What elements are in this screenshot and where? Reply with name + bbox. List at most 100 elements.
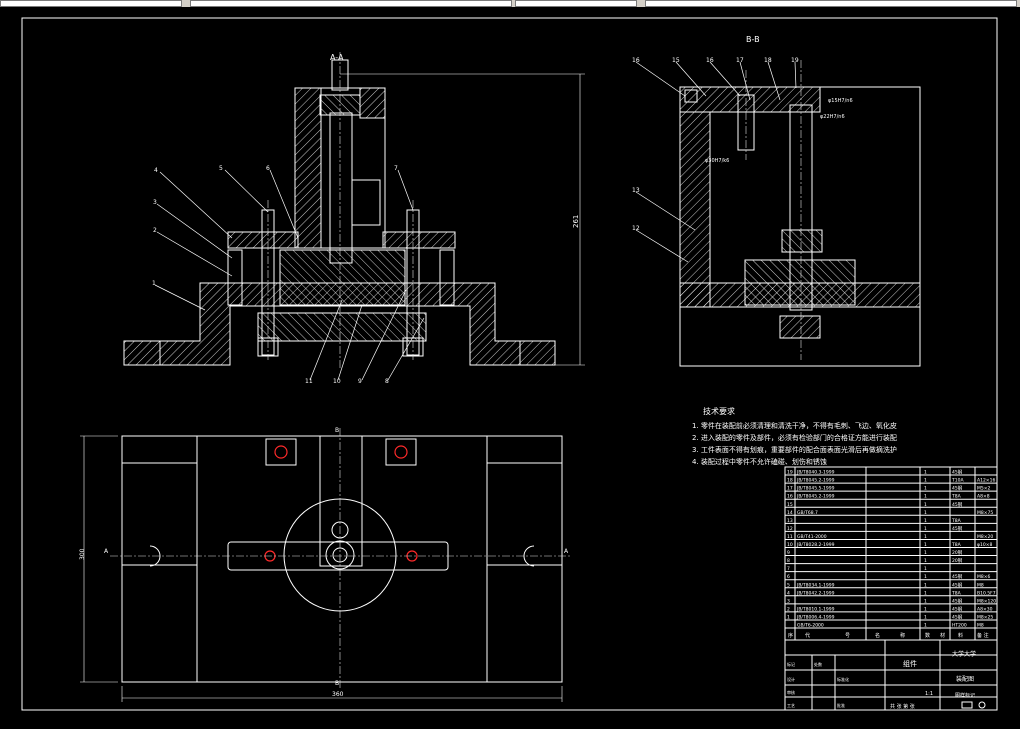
bom-cell-no: 8: [787, 558, 790, 564]
bom-cell-no: 7: [787, 566, 790, 572]
bom-cell-note: M8×25: [977, 614, 993, 620]
section-aa-view: A-A 261: [123, 52, 585, 385]
bom-cell-no: 16: [787, 494, 793, 500]
title-drawing-name: 装配图: [956, 675, 974, 683]
part-label-aa: 1: [152, 280, 156, 287]
tech-requirements: 技术要求 1. 零件在装配前必须清理和清洗干净，不得有毛刺、飞边、氧化皮 2. …: [692, 406, 897, 466]
bom-cell-code: JB/T8034.1-1999: [796, 582, 835, 588]
bom-cell-mat: T8A: [951, 518, 962, 524]
bom-cell-qty: 1: [924, 614, 927, 620]
dim-plan-height: 300: [79, 548, 86, 560]
bom-cell-qty: 1: [924, 558, 927, 564]
plan-mark-a-left: A: [104, 548, 109, 555]
bom-cell-qty: 1: [924, 550, 927, 556]
bom-header: 号: [845, 633, 850, 639]
bom-cell-no: 13: [787, 518, 793, 524]
bom-cell-note: M8: [977, 623, 984, 629]
bom-header: 代: [805, 632, 810, 639]
bom-cell-qty: 1: [924, 598, 927, 604]
bom-cell-mat: 45钢: [952, 525, 963, 532]
bom-cell-code: GB/T6-2000: [797, 623, 824, 629]
bom-cell-code: JB/T8028.2-1999: [796, 542, 835, 548]
bom-cell-no: 10: [787, 542, 793, 548]
cad-canvas[interactable]: A-A 261: [0, 7, 1020, 729]
toolbar-field[interactable]: [190, 0, 512, 7]
bom-cell-note: B10.5F7: [977, 590, 996, 596]
tech-req-item: 4. 装配过程中零件不允许磕碰、划伤和锈蚀: [692, 457, 827, 466]
bom-cell-mat: 45钢: [952, 613, 963, 620]
bom-cell-no: 17: [787, 486, 793, 492]
bom-cell-mat: T8A: [951, 494, 962, 500]
bom-cell-qty: 1: [924, 590, 927, 596]
bom-cell-note: φ10×8: [977, 542, 992, 548]
toolbar-field[interactable]: [645, 0, 1017, 7]
plan-mark-b-top: B: [335, 427, 339, 434]
bom-cell-mat: 20钢: [952, 557, 963, 564]
part-label-bb: 19: [791, 57, 799, 64]
dim-height-main: 261: [572, 215, 580, 228]
bom-cell-mat: 45钢: [952, 501, 963, 508]
part-label-bb: 16: [706, 57, 714, 64]
bom-cell-code: JB/T8042.2-1999: [796, 590, 835, 596]
bom-cell-no: 14: [787, 510, 793, 516]
bom-cell-no: 5: [787, 582, 790, 588]
bom-cell-no: 9: [787, 550, 790, 556]
bom-header: 材: [940, 632, 945, 639]
part-label-aa: 2: [153, 227, 157, 234]
title-cell: 处数: [814, 661, 822, 667]
plan-mark-b-bottom: B: [335, 680, 339, 687]
bom-cell-note: M8×20: [977, 534, 993, 540]
bom-cell-note: M8: [977, 582, 984, 588]
part-label-aa: 3: [153, 199, 157, 206]
section-bb-title: B-B: [746, 35, 760, 44]
bom-cell-note: M8×75: [977, 510, 993, 516]
bom-cell-mat: 45钢: [952, 485, 963, 492]
part-label-aa: 4: [154, 167, 158, 174]
title-cell: 审核: [787, 689, 795, 695]
title-block: 组件 大学大学 装配图 图样标记 1:1 共 张 第 张 标记 处数 设计 标准…: [785, 640, 997, 710]
bom-cell-note: A8×8: [977, 494, 990, 500]
bom-header: 料: [958, 632, 963, 639]
bom-cell-qty: 1: [924, 574, 927, 580]
bom-cell-no: 4: [787, 590, 790, 596]
title-material: 组件: [903, 659, 917, 668]
bom-cell-qty: 1: [924, 502, 927, 508]
toolbar-field[interactable]: [0, 0, 182, 7]
bom-cell-no: 12: [787, 526, 793, 532]
bom-cell-no: 19: [787, 470, 793, 476]
bom-cell-code: JB/T8045.2-1999: [796, 494, 835, 500]
bom-cell-qty: 1: [924, 534, 927, 540]
part-label-aa: 7: [394, 165, 398, 172]
bom-cell-mat: T8A: [951, 590, 962, 596]
bom-cell-qty: 1: [924, 510, 927, 516]
bom-cell-qty: 1: [924, 478, 927, 484]
title-sheet: 共 张 第 张: [890, 703, 915, 710]
title-scale: 1:1: [925, 691, 933, 697]
bom-cell-qty: 1: [924, 566, 927, 572]
bom-cell-mat: 45钢: [952, 469, 963, 476]
bom-cell-code: JB/T8040.3-1999: [796, 470, 835, 476]
bom-cell-code: GB/T41-2000: [797, 534, 827, 540]
bom-header: 序: [788, 632, 793, 639]
bom-cell-mat: 45钢: [952, 581, 963, 588]
bom-cell-mat: 45钢: [952, 605, 963, 612]
tech-req-item: 1. 零件在装配前必须清理和清洗干净，不得有毛刺、飞边、氧化皮: [692, 421, 897, 430]
bom-header: 称: [900, 632, 905, 639]
plan-view: B B A A 300 360: [79, 427, 570, 702]
bom-header: 数: [925, 632, 930, 639]
bom-cell-code: JB/T8006.4-1999: [796, 614, 835, 620]
bom-cell-mat: 45钢: [952, 597, 963, 604]
part-label-aa: 11: [305, 378, 313, 385]
bom-cell-no: 15: [787, 502, 793, 508]
bom-cell-mat: HT200: [952, 623, 967, 629]
bom-cell-qty: 1: [924, 470, 927, 476]
drawing-border: [21, 17, 998, 711]
toolbar-field[interactable]: [515, 0, 637, 7]
tech-req-item: 2. 进入装配的零件及部件，必须有检验部门的合格证方能进行装配: [692, 433, 897, 442]
bom-cell-note: A8×30: [977, 606, 993, 612]
bom-cell-qty: 1: [924, 494, 927, 500]
bom-cell-qty: 1: [924, 486, 927, 492]
bom-cell-qty: 1: [924, 582, 927, 588]
part-label-bb: 17: [736, 57, 744, 64]
